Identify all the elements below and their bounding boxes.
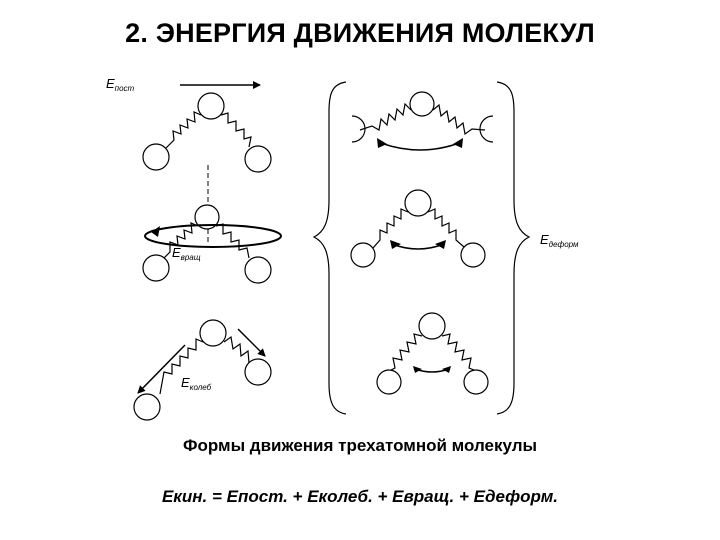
spring-left <box>372 208 409 249</box>
arc-arrow-right <box>435 240 446 249</box>
atom-left <box>142 254 170 282</box>
arc-arrow-left <box>413 366 422 373</box>
rotation-molecule <box>142 204 282 284</box>
rotation-arrowhead <box>151 226 160 237</box>
spring-right <box>220 112 252 148</box>
deformation-molecule-3 <box>376 312 489 395</box>
atom-right <box>244 358 272 386</box>
arc-arrow-right <box>442 366 451 373</box>
atom-top <box>404 189 432 217</box>
atom-left <box>133 393 161 421</box>
deformation-molecule-2 <box>350 189 486 268</box>
atom-right <box>244 256 272 284</box>
atom-top <box>418 312 446 340</box>
label-e-post: Eпост <box>106 77 134 95</box>
label-e-post-sub: пост <box>114 84 135 93</box>
atom-right-half <box>479 115 494 143</box>
left-brace <box>312 81 347 415</box>
atom-top <box>199 319 227 347</box>
label-e-vrash-base: E <box>172 245 181 260</box>
deformation-molecule-1 <box>351 91 494 151</box>
atom-right <box>463 369 489 395</box>
label-e-deform-base: E <box>540 232 549 247</box>
arc-arrow-right <box>453 138 463 148</box>
label-e-koleb: Eколеб <box>181 376 211 394</box>
energy-equation: Екин. = Епост. + Еколеб. + Евращ. + Едеф… <box>161 487 559 506</box>
label-e-post-base: E <box>106 76 115 91</box>
translation-molecule <box>142 81 272 173</box>
rotation-ellipse <box>144 224 282 248</box>
atom-top <box>197 92 225 120</box>
atom-left-half <box>351 115 366 143</box>
atom-right <box>460 242 486 268</box>
spring-right <box>432 103 486 136</box>
spring-right <box>215 223 250 259</box>
label-e-deform: Eдеформ <box>540 233 579 251</box>
atom-top <box>194 204 220 230</box>
atom-left <box>376 369 402 395</box>
label-e-vrash-sub: вращ <box>180 253 201 262</box>
vibration-molecule <box>133 319 272 421</box>
label-e-deform-sub: деформ <box>548 240 579 249</box>
deformation-arc-1 <box>377 141 463 151</box>
spring-right <box>427 208 465 248</box>
vibration-arrow-right <box>237 328 266 357</box>
vibration-arrow-left <box>137 344 186 394</box>
diagram-caption: Формы движения трехатомной молекулы <box>182 436 538 455</box>
spring-left <box>359 102 412 131</box>
spring-left <box>165 111 202 149</box>
atom-right <box>244 145 272 173</box>
spring-left <box>159 338 204 395</box>
spring-right <box>223 335 250 364</box>
deformation-arc-2 <box>391 243 445 250</box>
right-brace <box>496 81 531 415</box>
spring-right <box>441 333 475 371</box>
arc-arrow-left <box>377 138 387 148</box>
atom-left <box>142 143 170 171</box>
label-e-vrash: Eвращ <box>172 246 201 264</box>
spring-left <box>163 222 199 259</box>
spring-left <box>390 333 423 371</box>
label-e-koleb-sub: колеб <box>189 383 212 392</box>
atom-top <box>409 91 435 117</box>
label-e-koleb-base: E <box>181 375 190 390</box>
slide-title: 2. ЭНЕРГИЯ ДВИЖЕНИЯ МОЛЕКУЛ <box>125 18 595 48</box>
arc-arrow-left <box>390 240 401 249</box>
atom-left <box>350 242 376 268</box>
